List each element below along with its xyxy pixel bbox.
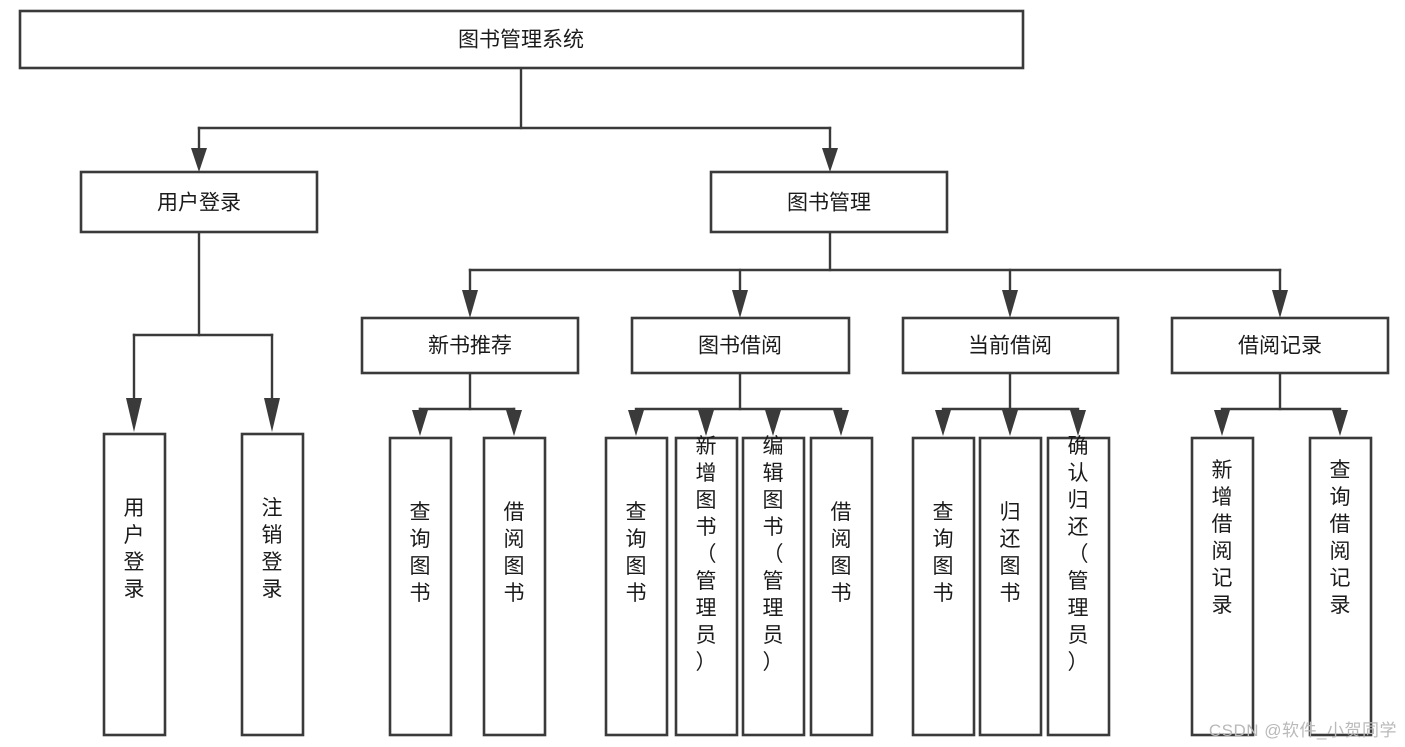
leaf-cb-confirm-return[interactable]: 确认归还（管理员） (1046, 435, 1111, 737)
arrow-head-leaf-edit-book (765, 410, 781, 436)
arrow-head-leaf-query-book-bb (628, 410, 644, 436)
csdn-watermark: CSDN @软件_小贺同学 (1208, 721, 1397, 740)
leaf-nb-query-book-box (388, 436, 453, 737)
arrow-head-leaf-confirm-return (1070, 410, 1086, 436)
leaf-bb-borrow-book-box (809, 436, 874, 737)
connector-group-user-login (126, 230, 280, 432)
leaf-br-add-record-box (1190, 436, 1255, 737)
leaf-cb-return-book[interactable]: 归还图书 (978, 436, 1043, 737)
node-borrow-record-label: 借阅记录 (1238, 335, 1322, 358)
leaf-cb-query-book[interactable]: 查询图书 (911, 436, 976, 737)
leaf-br-query-record-box (1308, 436, 1373, 737)
connector-group-current-borrow (935, 370, 1086, 436)
leaf-cb-confirm-return-box (1046, 436, 1111, 737)
connector-group-root (191, 66, 838, 172)
node-new-book-recommend-label: 新书推荐 (428, 335, 512, 358)
node-borrow-record[interactable]: 借阅记录 (1170, 316, 1390, 375)
leaf-nb-borrow-book[interactable]: 借阅图书 (482, 436, 547, 737)
leaf-bb-edit-book-label: 编辑图书（管理员） (763, 435, 784, 674)
arrow-head-book-borrow (732, 290, 748, 318)
leaf-bb-edit-book[interactable]: 编辑图书（管理员） (741, 435, 806, 737)
arrow-head-leaf-borrow-book-bb (833, 410, 849, 436)
leaf-cb-query-book-box (911, 436, 976, 737)
node-book-management[interactable]: 图书管理 (709, 170, 949, 234)
leaf-bb-edit-book-box (741, 436, 806, 737)
leaf-user-login[interactable]: 用户登录 (102, 432, 167, 737)
connector-group-book-mgmt (462, 230, 1288, 318)
leaf-br-add-record-label: 新增借阅记录 (1212, 459, 1233, 617)
leaf-nb-borrow-book-label: 借阅图书 (504, 501, 525, 605)
leaf-cb-confirm-return-label: 确认归还（管理员） (1068, 435, 1089, 674)
leaf-cb-return-book-label: 归还图书 (1000, 501, 1021, 605)
leaf-logout-box (240, 432, 305, 737)
node-current-borrow-label: 当前借阅 (968, 335, 1052, 358)
arrow-head-borrow-record (1272, 290, 1288, 318)
arrow-head-leaf-logout (264, 398, 280, 432)
node-user-login-label: 用户登录 (157, 192, 241, 215)
arrow-head-leaf-add-record (1214, 410, 1230, 436)
arrow-head-book-mgmt (822, 148, 838, 172)
node-book-management-label: 图书管理 (787, 192, 871, 215)
arrow-head-new-book (462, 290, 478, 318)
node-book-borrow-box (630, 316, 851, 375)
node-book-borrow-label: 图书借阅 (698, 335, 782, 358)
connector-group-book-borrow (628, 370, 849, 436)
leaf-bb-borrow-book-label: 借阅图书 (831, 501, 852, 605)
leaf-cb-query-book-label: 查询图书 (933, 501, 954, 605)
leaf-nb-borrow-book-box (482, 436, 547, 737)
node-user-login[interactable]: 用户登录 (79, 170, 319, 234)
leaf-bb-query-book-label: 查询图书 (626, 501, 647, 605)
node-book-borrow[interactable]: 图书借阅 (630, 316, 851, 375)
leaf-bb-add-book[interactable]: 新增图书（管理员） (674, 435, 739, 737)
leaf-br-add-record[interactable]: 新增借阅记录 (1190, 436, 1255, 737)
leaf-user-login-box (102, 432, 167, 737)
arrow-head-leaf-add-book (698, 410, 714, 436)
node-current-borrow[interactable]: 当前借阅 (901, 316, 1120, 375)
node-book-management-box (709, 170, 949, 234)
arrow-head-current-borrow (1002, 290, 1018, 318)
arrow-head-leaf-query-book-nb (412, 410, 428, 436)
leaf-bb-query-book[interactable]: 查询图书 (604, 436, 669, 737)
arrow-head-leaf-borrow-book-nb (506, 410, 522, 436)
arrow-head-leaf-query-book-cb (935, 410, 951, 436)
leaf-bb-add-book-label: 新增图书（管理员） (696, 435, 717, 674)
leaf-logout[interactable]: 注销登录 (240, 432, 305, 737)
node-user-login-box (79, 170, 319, 234)
leaf-cb-return-book-box (978, 436, 1043, 737)
arrow-head-leaf-user-login (126, 398, 142, 432)
leaf-nb-query-book[interactable]: 查询图书 (388, 436, 453, 737)
leaf-bb-borrow-book[interactable]: 借阅图书 (809, 436, 874, 737)
leaf-br-query-record[interactable]: 查询借阅记录 (1308, 436, 1373, 737)
connector-group-borrow-record (1214, 370, 1348, 436)
node-root-system[interactable]: 图书管理系统 (18, 9, 1025, 70)
leaf-br-query-record-label: 查询借阅记录 (1330, 459, 1351, 617)
connector-group-new-book (412, 370, 522, 436)
node-borrow-record-box (1170, 316, 1390, 375)
leaf-nb-query-book-label: 查询图书 (410, 501, 431, 605)
node-new-book-recommend[interactable]: 新书推荐 (360, 316, 580, 375)
leaf-bb-add-book-box (674, 436, 739, 737)
arrow-head-leaf-return-book (1002, 410, 1018, 436)
leaf-logout-label: 注销登录 (262, 497, 283, 601)
arrow-head-user-login (191, 148, 207, 172)
node-root-system-box (18, 9, 1025, 70)
node-current-borrow-box (901, 316, 1120, 375)
leaf-bb-query-book-box (604, 436, 669, 737)
node-new-book-recommend-box (360, 316, 580, 375)
leaf-user-login-label: 用户登录 (124, 497, 145, 601)
node-root-system-label: 图书管理系统 (458, 29, 584, 52)
arrow-head-leaf-query-record (1332, 410, 1348, 436)
